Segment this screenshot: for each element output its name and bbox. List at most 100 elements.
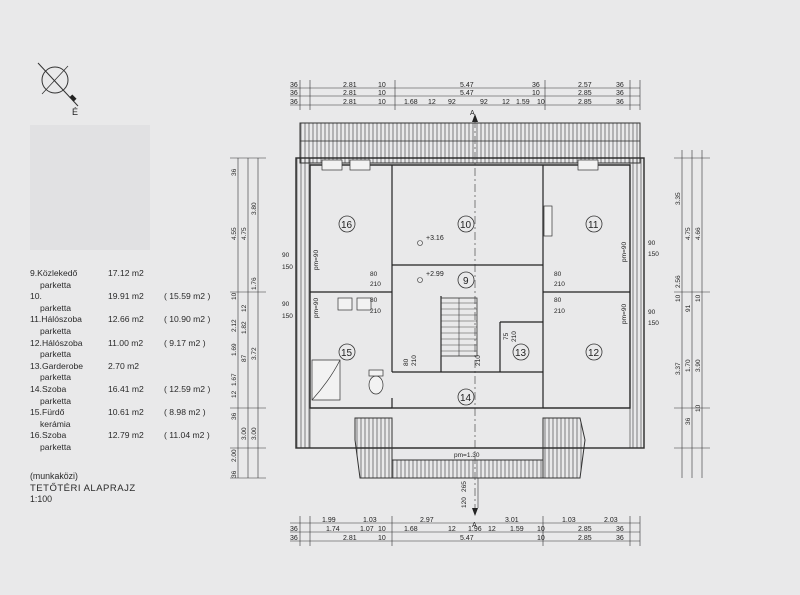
svg-text:36: 36	[231, 412, 238, 420]
svg-text:10: 10	[695, 404, 702, 412]
top-dimension-text: 36 2.81 10 5.47 36 2.57 36 36 2.81 10 5.…	[290, 82, 624, 106]
svg-text:120: 120	[461, 497, 468, 508]
svg-text:10: 10	[378, 526, 386, 533]
svg-text:150: 150	[648, 251, 659, 258]
svg-text:210: 210	[554, 308, 565, 315]
right-dimension-text: 3.35 4.75 4.66 2.56 10 91 10 3.37 1.70 3…	[675, 192, 702, 425]
room-number: 14	[460, 393, 472, 404]
svg-text:1.03: 1.03	[562, 517, 576, 524]
room-number: 11	[588, 220, 599, 231]
svg-text:1.59: 1.59	[516, 99, 530, 106]
svg-text:2.03: 2.03	[604, 517, 618, 524]
svg-text:+2.99: +2.99	[426, 271, 444, 278]
legend-row: 15.Fürdő 10.61 m2 ( 8.98 m2 )	[30, 407, 206, 418]
room-number: 9	[463, 276, 469, 287]
svg-text:10: 10	[231, 292, 238, 300]
svg-text:1.82: 1.82	[241, 321, 248, 334]
svg-text:4.55: 4.55	[231, 227, 238, 240]
level-marks: +3.16 +2.99	[417, 235, 444, 283]
svg-text:2.81: 2.81	[343, 82, 357, 89]
svg-text:1.67: 1.67	[231, 373, 238, 386]
svg-text:2.97: 2.97	[420, 517, 434, 524]
svg-text:12: 12	[231, 390, 238, 398]
svg-text:10: 10	[378, 535, 386, 542]
svg-text:5.47: 5.47	[460, 90, 474, 97]
svg-text:36: 36	[616, 526, 624, 533]
svg-text:36: 36	[290, 526, 298, 533]
svg-text:1.99: 1.99	[322, 517, 336, 524]
right-dimension-lines	[674, 150, 710, 478]
svg-text:36: 36	[616, 82, 624, 89]
svg-text:12: 12	[488, 526, 496, 533]
svg-text:36: 36	[290, 90, 298, 97]
svg-text:36: 36	[231, 168, 238, 176]
svg-text:+3.16: +3.16	[426, 235, 444, 242]
room-number: 15	[341, 348, 353, 359]
section-mark-top: A	[470, 110, 478, 122]
svg-text:36: 36	[290, 99, 298, 106]
svg-text:pm=90: pm=90	[621, 242, 628, 262]
svg-text:80: 80	[403, 358, 410, 366]
bathroom-fixtures	[311, 159, 599, 401]
svg-text:91: 91	[685, 304, 692, 312]
drawing-scale: 1:100	[30, 494, 53, 504]
svg-text:210: 210	[511, 331, 518, 342]
svg-text:A: A	[470, 110, 475, 117]
svg-text:10: 10	[378, 90, 386, 97]
top-dimension-lines	[290, 80, 641, 110]
svg-text:2.85: 2.85	[578, 90, 592, 97]
svg-text:2.85: 2.85	[578, 99, 592, 106]
svg-text:1.03: 1.03	[363, 517, 377, 524]
svg-text:2.00: 2.00	[231, 449, 238, 462]
wall-zones	[295, 157, 645, 449]
bottom-dimension-text: 1.99 1.03 2.97 3.01 1.03 2.03 36 1.74 1.…	[290, 517, 624, 542]
svg-text:1.70: 1.70	[685, 359, 692, 372]
svg-text:36: 36	[616, 90, 624, 97]
legend-row: 9.Közlekedő 17.12 m2	[30, 268, 144, 278]
svg-text:210: 210	[370, 281, 381, 288]
drawing-status: (munkaközi)	[30, 471, 78, 481]
svg-text:80: 80	[370, 297, 378, 304]
svg-text:36: 36	[616, 99, 624, 106]
room-number: 10	[460, 220, 472, 231]
svg-text:90: 90	[282, 252, 290, 259]
opening-labels: 90 150 pm=90 90 150 pm=90 90 150 pm=90 9…	[282, 240, 659, 459]
svg-text:80: 80	[554, 271, 562, 278]
svg-text:2.85: 2.85	[578, 535, 592, 542]
svg-text:2.85: 2.85	[578, 526, 592, 533]
svg-text:12: 12	[428, 99, 436, 106]
svg-text:10: 10	[675, 294, 682, 302]
svg-text:pm=90: pm=90	[313, 298, 320, 318]
center-dimension-text: 265 120	[461, 478, 479, 508]
drawing-caption: (munkaközi) TETŐTÉRI ALAPRAJZ 1:100	[30, 471, 136, 506]
svg-text:36: 36	[290, 82, 298, 89]
legend-row: 10. 19.91 m2 ( 15.59 m2 )	[30, 291, 211, 302]
svg-text:3.35: 3.35	[675, 192, 682, 205]
svg-text:92: 92	[448, 99, 456, 106]
room-number: 16	[341, 220, 353, 231]
svg-text:92: 92	[480, 99, 488, 106]
svg-text:1.07: 1.07	[360, 526, 374, 533]
bottom-dormers	[354, 417, 586, 479]
svg-text:90: 90	[282, 301, 290, 308]
staircase	[440, 297, 478, 357]
room-number: 12	[588, 348, 600, 359]
bottom-dimension-lines	[290, 516, 641, 546]
svg-text:210: 210	[411, 355, 418, 366]
svg-text:80: 80	[554, 297, 562, 304]
legend-row: 13.Garderobe 2.70 m2	[30, 360, 140, 371]
svg-text:36: 36	[231, 470, 238, 478]
svg-text:36: 36	[532, 82, 540, 89]
svg-text:150: 150	[648, 320, 659, 327]
room-legend: 9.Közlekedő 17.12 m2 parketta 10. 19.91 …	[30, 268, 230, 454]
svg-text:12: 12	[241, 304, 248, 312]
svg-text:10: 10	[537, 526, 545, 533]
svg-text:3.00: 3.00	[241, 427, 248, 440]
svg-text:pm=90: pm=90	[621, 304, 628, 324]
svg-text:1.68: 1.68	[404, 526, 418, 533]
svg-text:12: 12	[502, 99, 510, 106]
svg-text:5.47: 5.47	[460, 535, 474, 542]
svg-text:36: 36	[685, 417, 692, 425]
svg-text:10: 10	[695, 294, 702, 302]
svg-text:A: A	[472, 522, 477, 529]
